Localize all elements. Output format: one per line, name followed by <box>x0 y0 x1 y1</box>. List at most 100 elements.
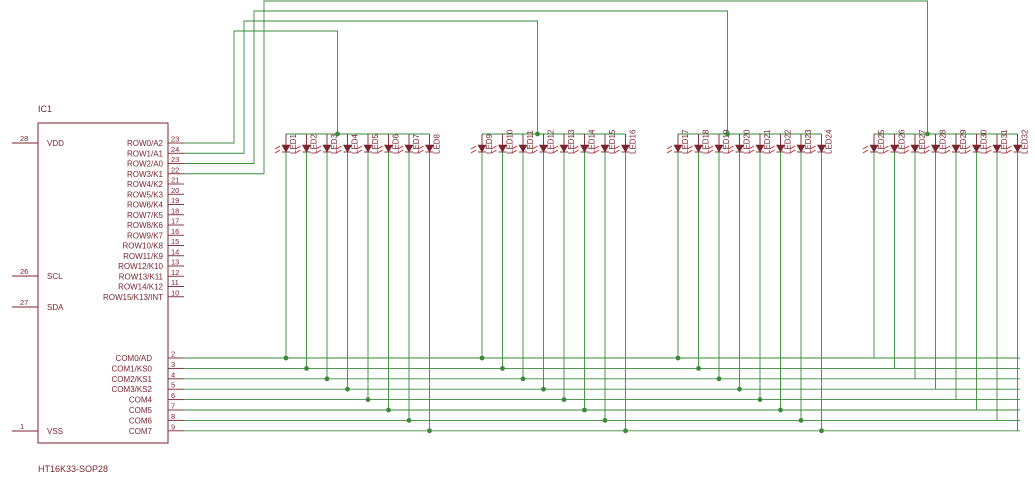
light-arrow <box>666 149 673 154</box>
diode-symbol <box>600 144 610 153</box>
ic-pin-number: 20 <box>171 186 179 195</box>
ic-pin-number: 12 <box>171 268 179 277</box>
light-arrow <box>748 145 755 150</box>
ic-pin-number: 3 <box>171 360 175 369</box>
light-arrow <box>883 149 889 154</box>
light-arrow <box>769 149 775 154</box>
led-led21: LED21 <box>748 129 772 400</box>
diode-symbol <box>714 144 724 153</box>
ic-pin-name: ROW2/A0 <box>127 160 164 169</box>
ic-pin-name: COM4 <box>129 396 153 405</box>
ic-pin-name: COM3/KS2 <box>112 385 153 394</box>
led-led13: LED13 <box>552 129 576 400</box>
ic-pin-name: ROW3/K1 <box>127 170 164 179</box>
light-arrow <box>573 149 579 154</box>
light-arrow <box>295 145 301 150</box>
ic-pin-name: COM7 <box>129 427 153 436</box>
led-led27: LED27 <box>903 129 927 379</box>
ic-body <box>37 122 169 444</box>
led-label: LED22 <box>784 129 793 154</box>
ic-pin-name: VSS <box>47 427 63 436</box>
led-label: LED7 <box>412 133 421 154</box>
diode-symbol <box>1012 144 1023 153</box>
led-led29: LED29 <box>944 129 968 400</box>
junction-dot <box>283 355 289 361</box>
light-arrow <box>707 145 714 150</box>
light-arrow <box>985 149 992 154</box>
junction-dot <box>479 355 485 361</box>
junctions <box>283 131 930 434</box>
light-arrow <box>666 145 673 150</box>
led-led32: LED32 <box>1006 129 1030 431</box>
ic-pin-name: COM1/KS0 <box>112 364 153 373</box>
junction-dot <box>324 376 330 382</box>
led-label: LED32 <box>1021 129 1030 154</box>
ic-pin-name: ROW4/K2 <box>127 180 164 189</box>
light-arrow <box>593 149 600 154</box>
junction-dot <box>335 131 340 137</box>
ic-pin-number: 13 <box>171 258 179 267</box>
led-led8: LED8 <box>418 133 442 431</box>
light-arrow <box>614 149 620 154</box>
led-led2: LED2 <box>295 133 319 369</box>
ic-pin-number: 19 <box>171 196 179 205</box>
diode-symbol <box>775 144 786 153</box>
light-arrow <box>315 145 322 150</box>
led-label: LED13 <box>567 129 576 154</box>
junction-dot <box>535 131 540 137</box>
junction-dot <box>725 131 730 137</box>
led-label: LED16 <box>629 129 638 154</box>
light-arrow <box>944 149 951 154</box>
ic-pin-number: 24 <box>171 145 179 154</box>
diode-symbol <box>796 144 806 153</box>
light-arrow <box>470 149 477 154</box>
ic-pin-number: 16 <box>171 227 179 236</box>
junction-dot <box>778 407 783 413</box>
light-arrow <box>903 149 910 154</box>
led-led16: LED16 <box>614 129 638 431</box>
light-arrow <box>707 149 714 154</box>
ic-pin-name: ROW13/K11 <box>119 272 164 281</box>
ic-pin-number: 17 <box>171 217 179 226</box>
diode-symbol <box>971 144 982 153</box>
diode-symbol <box>281 144 291 153</box>
junction-dot <box>737 386 742 392</box>
row-wire <box>184 10 728 164</box>
junction-dot <box>365 397 371 402</box>
led-label: LED15 <box>608 129 617 154</box>
led-label: LED30 <box>980 129 989 154</box>
led-label: LED10 <box>506 129 515 154</box>
light-arrow <box>552 149 559 154</box>
ic-pin-name: ROW8/K6 <box>127 221 164 230</box>
light-arrow <box>491 145 497 150</box>
light-arrow <box>418 145 424 150</box>
ic-pin-number: 21 <box>171 176 179 185</box>
light-arrow <box>552 145 559 150</box>
ic-pin-name: ROW1/A1 <box>127 149 164 158</box>
diode-symbol <box>404 144 414 153</box>
diode-symbol <box>734 144 745 153</box>
wires <box>184 0 1020 432</box>
junction-dot <box>541 386 546 392</box>
ic-pin-number: 28 <box>20 134 28 143</box>
ic-pin-number: 14 <box>171 247 179 256</box>
light-arrow <box>470 145 477 150</box>
led-led11: LED11 <box>511 130 535 379</box>
ic-pin-number: 22 <box>171 165 179 174</box>
junction-dot <box>819 428 824 434</box>
ic-pin-name: SCL <box>47 272 63 281</box>
ic-pin-number: 8 <box>171 412 175 421</box>
junction-dot <box>925 131 930 137</box>
led-label: LED5 <box>371 133 380 154</box>
diode-symbol <box>620 144 631 153</box>
ic-pin-number: 1 <box>20 422 24 431</box>
junction-dot <box>602 418 608 423</box>
ic-pin-number: 4 <box>171 370 175 379</box>
light-arrow <box>924 149 930 154</box>
diode-symbol <box>869 144 879 153</box>
diode-symbol <box>755 144 765 153</box>
